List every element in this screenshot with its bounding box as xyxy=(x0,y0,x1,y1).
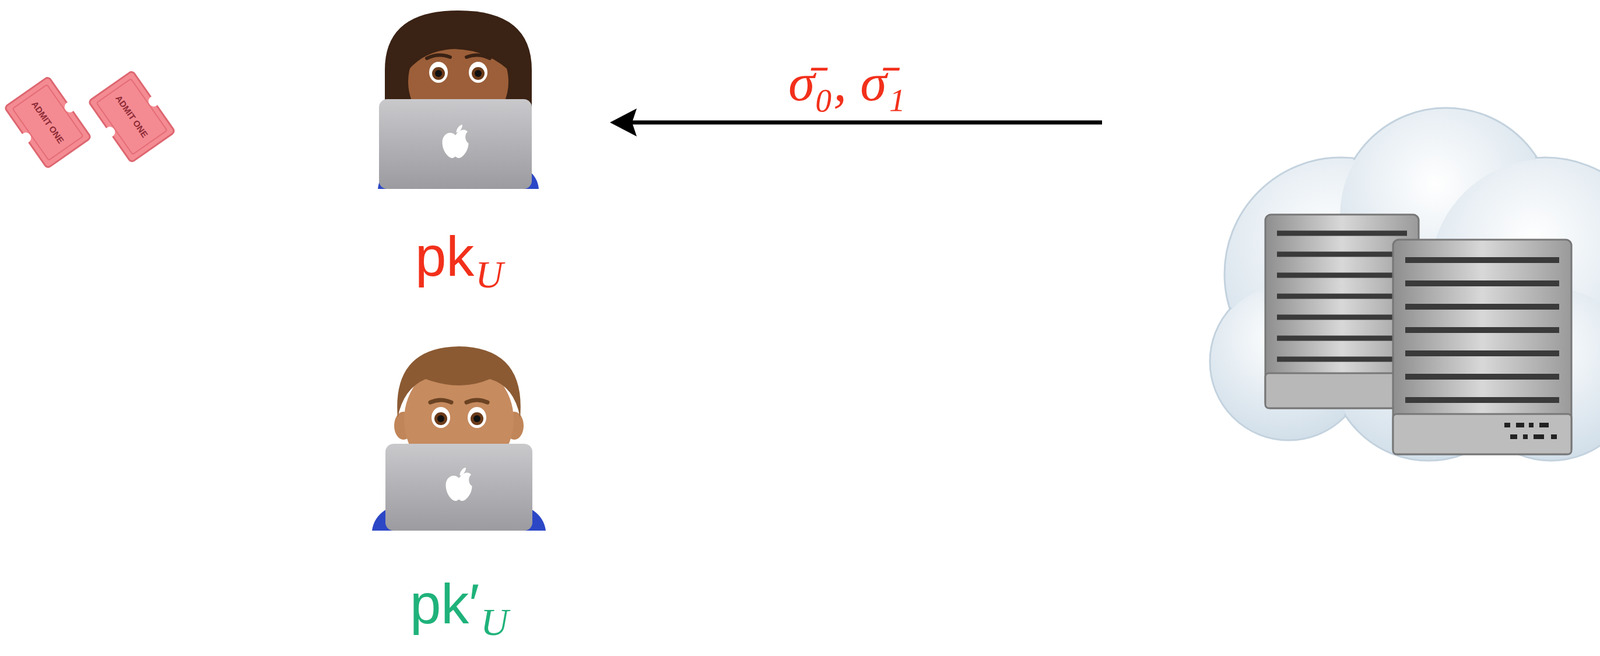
key-subscript: U xyxy=(475,253,504,296)
man-figure xyxy=(372,346,546,531)
ticket-icon xyxy=(83,67,180,166)
ticket-icon xyxy=(0,73,96,172)
ticket-text: ADMIT ONE xyxy=(29,99,66,146)
message-arrow xyxy=(609,108,1103,137)
key-name: pk′ xyxy=(409,572,480,635)
person-node: pk′U xyxy=(370,344,549,534)
woman-figure xyxy=(377,10,539,189)
cloud-server xyxy=(1209,107,1600,461)
key-label: pk′U xyxy=(300,576,619,642)
key-name: pk xyxy=(415,225,475,288)
key-subscript: U xyxy=(480,600,509,644)
key-label: pkU xyxy=(303,228,616,294)
message-label: σ̄₀, σ̄₁ xyxy=(788,51,906,114)
ticket-text: ADMIT ONE xyxy=(113,93,150,140)
person-node: pkU xyxy=(373,5,546,193)
